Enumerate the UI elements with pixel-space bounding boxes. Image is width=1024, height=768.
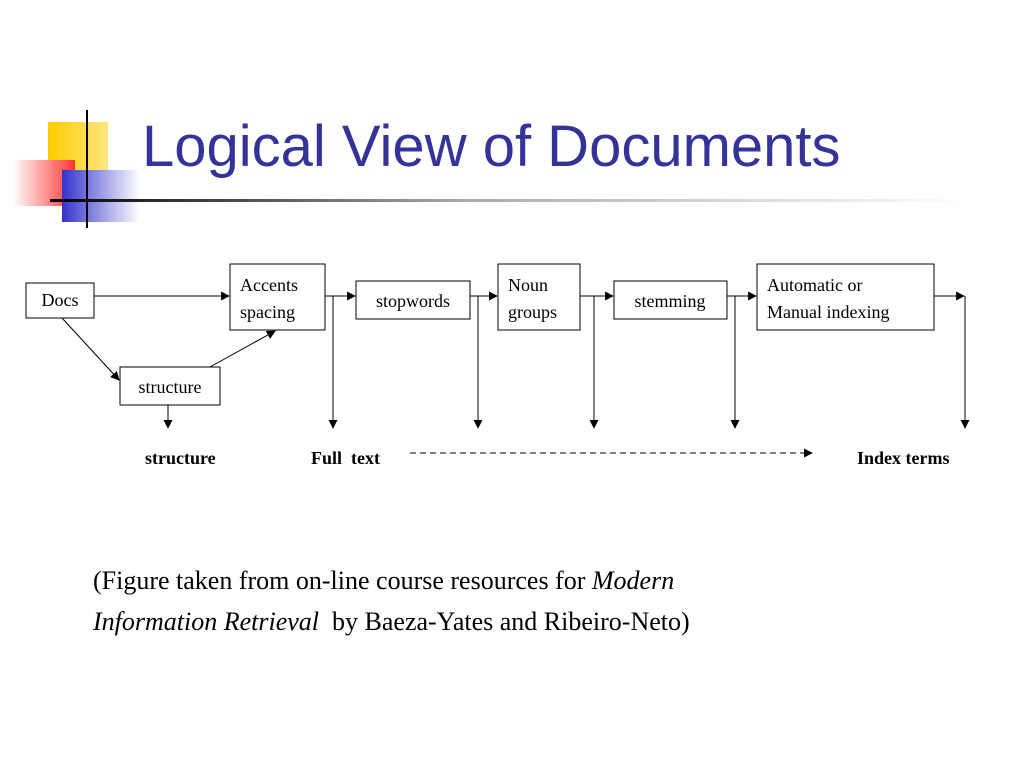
indexing-box — [756, 263, 935, 331]
logical-view-diagram: Docs Accents spacing stopwords Noun grou… — [25, 263, 970, 468]
indexing-label-line2: Manual indexing — [767, 302, 889, 322]
accents-label-line1: Accents — [240, 275, 298, 295]
blue-square — [62, 170, 140, 222]
caption-book-title-line2: Information Retrieval — [93, 607, 320, 636]
output-full-text-label: Full text — [311, 448, 380, 468]
indexing-label-line1: Automatic or — [767, 275, 862, 295]
page-title: Logical View of Documents — [142, 114, 841, 179]
structure-box-label: structure — [139, 377, 202, 397]
arrow-structure-to-accents — [209, 330, 276, 368]
figure-caption: (Figure taken from on-line course resour… — [93, 560, 933, 642]
output-structure-label: structure — [145, 448, 216, 468]
caption-suffix: by Baeza-Yates and Ribeiro-Neto) — [319, 607, 690, 636]
output-index-terms-label: Index terms — [857, 448, 950, 468]
structure-box — [119, 366, 221, 406]
title-underline — [50, 199, 970, 202]
caption-prefix: (Figure taken from on-line course resour… — [93, 566, 592, 595]
noun-label-line1: Noun — [508, 275, 548, 295]
stemming-label: stemming — [635, 291, 706, 311]
stopwords-label: stopwords — [376, 291, 450, 311]
stopwords-box — [355, 280, 471, 320]
noun-label-line2: groups — [508, 302, 557, 322]
corner-decoration — [13, 110, 140, 228]
accents-label-line2: spacing — [240, 302, 295, 322]
arrow-docs-to-structure — [61, 317, 120, 381]
accents-spacing-box — [229, 263, 326, 331]
noun-groups-box — [497, 263, 581, 331]
docs-label: Docs — [42, 290, 79, 310]
docs-box — [25, 282, 95, 319]
stemming-box — [613, 280, 728, 320]
caption-book-title-line1: Modern — [591, 566, 675, 595]
